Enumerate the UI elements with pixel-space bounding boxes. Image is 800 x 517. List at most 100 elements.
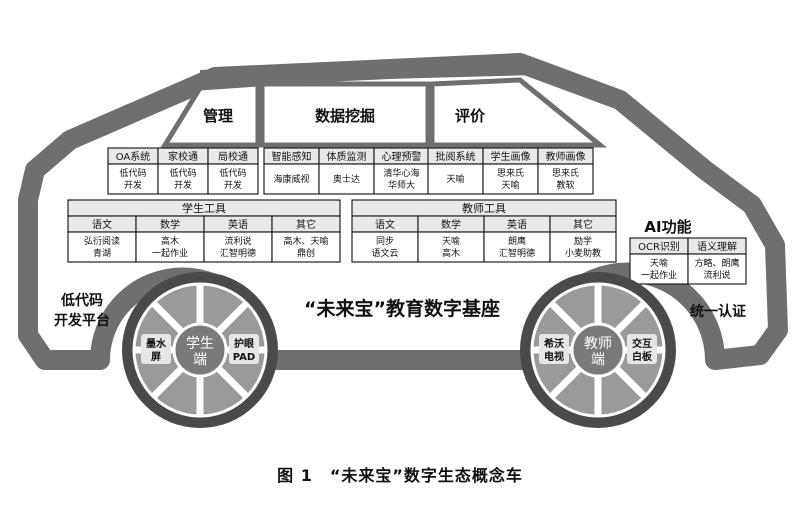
mid-teacher-header-text: 数学 (441, 218, 461, 231)
table-student-title: 学生工具 (182, 201, 226, 215)
zone-label-data: 数据挖掘 (315, 107, 375, 125)
wheel-spoke-label-line2: PAD (233, 352, 255, 363)
zone-label-manage: 管理 (203, 107, 233, 125)
ai-body-text: 方略、朗鹰 (694, 257, 739, 269)
top-manage-body-cell (107, 163, 159, 195)
mid-teacher-body-cell (417, 231, 485, 263)
mid-teacher-body-text: 朗鹰 (508, 235, 526, 247)
mid-teacher-body-text: 语文云 (371, 247, 398, 259)
top-data-header-text: 体质监测 (327, 150, 367, 163)
mid-student-body-text: 弘衍阅读 (84, 235, 120, 247)
mid-teacher-body-cell (549, 231, 617, 263)
top-manage-body-text: 开发 (174, 179, 192, 191)
mid-student-body-cell (203, 231, 273, 263)
wheel-spoke-label-line2: 白板 (632, 350, 653, 363)
mid-teacher-body-text: 同步 (376, 236, 394, 247)
mid-teacher-body-text: 励学 (574, 235, 592, 247)
top-data-body-text: 清华心海 (383, 167, 419, 179)
table-teacher-title: 教师工具 (462, 202, 506, 215)
wheel-spoke-label-bg (229, 334, 259, 364)
mid-student-body-cell (67, 231, 137, 263)
top-eval-body-cell (482, 163, 539, 195)
top-eval-header-text: 批阅系统 (436, 150, 476, 163)
mid-teacher-body-text: 小麦助教 (565, 247, 601, 259)
wheel-hub (172, 322, 228, 378)
wheel-hub-line1: 教师 (584, 336, 612, 352)
ai-title: AI功能 (644, 218, 691, 236)
mid-student-header-text: 语文 (92, 218, 112, 231)
ai-body-text: 天喻 (650, 257, 668, 269)
mid-student-body-text: 青湖 (93, 247, 111, 259)
top-tables: OA系统低代码开发家校通低代码开发局校通低代码开发智能感知海康威视体质监测奥士达… (107, 147, 594, 195)
top-eval-body-text: 思来氏 (497, 168, 524, 179)
base-left-line2: 开发平台 (54, 312, 110, 329)
top-manage-body-text: 低代码 (219, 167, 246, 179)
top-manage-body-text: 开发 (224, 179, 242, 191)
wheel-spoke-label-bg (627, 334, 657, 364)
car-windows (160, 77, 608, 148)
top-data-body-text: 华师大 (388, 179, 415, 191)
ai-header-text: OCR识别 (638, 241, 680, 253)
mid-student-header-text: 其它 (296, 218, 316, 231)
base-right-label: 统一认证 (690, 303, 746, 320)
wheel-spoke-label-bg (539, 334, 569, 364)
base-center-title: “未来宝”教育数字基座 (304, 297, 500, 320)
top-eval-body-text: 教软 (556, 179, 574, 191)
figure-caption: 图 1 “未来宝”数字生态概念车 (277, 466, 523, 485)
wheel-hub-line1: 学生 (186, 336, 214, 352)
top-manage-body-text: 低代码 (169, 167, 196, 179)
top-manage-body-text: 低代码 (119, 167, 146, 179)
top-data-body-cell (373, 163, 430, 195)
top-manage-header-text: OA系统 (116, 150, 151, 163)
mid-student-body-text: 高木、天喻 (283, 235, 328, 247)
base-left-line1: 低代码 (60, 292, 103, 309)
mid-student-header-text: 英语 (228, 218, 248, 231)
mid-student-body-text: 一起作业 (152, 247, 188, 259)
top-manage-header-text: 家校通 (168, 150, 198, 163)
top-eval-body-cell (537, 163, 594, 195)
car-roof (200, 58, 535, 84)
mid-teacher-body-text: 高木 (442, 247, 460, 259)
wheel-spoke-label-line2: 屏 (150, 351, 161, 363)
wheel-spoke-label-bg (141, 334, 171, 364)
wheel-spoke-label-line1: 墨水 (146, 337, 167, 350)
top-eval-body-text: 天喻 (501, 179, 519, 191)
wheel-hub-line2: 端 (591, 352, 605, 368)
top-manage-header-text: 局校通 (218, 150, 248, 163)
wheel-spoke-label-line1: 交互 (632, 337, 652, 350)
ai-header-text: 语义理解 (697, 240, 737, 253)
ai-body-text: 一起作业 (641, 269, 677, 281)
mid-teacher-body-text: 汇智明德 (499, 247, 535, 259)
concept-car-diagram: 管理 数据挖掘 评价 OA系统低代码开发家校通低代码开发局校通低代码开发智能感知… (18, 53, 788, 428)
ai-body-cell (687, 253, 747, 285)
mid-student-body-text: 流利说 (224, 235, 251, 247)
mid-teacher-header-text: 英语 (507, 218, 527, 231)
ai-body-text: 流利说 (703, 269, 730, 281)
top-data-header-text: 智能感知 (272, 150, 312, 163)
wheel-spoke-label-line1: 希沃 (543, 337, 564, 350)
top-eval-header-text: 学生画像 (491, 150, 531, 163)
top-data-body-cell (263, 163, 320, 195)
mid-student-body-cell (135, 231, 205, 263)
top-data-body-text: 海康威视 (273, 173, 309, 185)
wheel-hub (570, 322, 626, 378)
top-eval-body-text: 思来氏 (552, 168, 579, 179)
top-manage-body-text: 开发 (124, 179, 142, 191)
top-eval-header-text: 教师画像 (546, 150, 586, 163)
zone-label-eval: 评价 (455, 107, 486, 125)
mid-student-body-text: 鼎创 (297, 247, 315, 259)
mid-student-body-cell (271, 231, 341, 263)
mid-teacher-body-cell (483, 231, 551, 263)
wheel-hub-line2: 端 (193, 352, 207, 368)
top-manage-body-cell (207, 163, 259, 195)
